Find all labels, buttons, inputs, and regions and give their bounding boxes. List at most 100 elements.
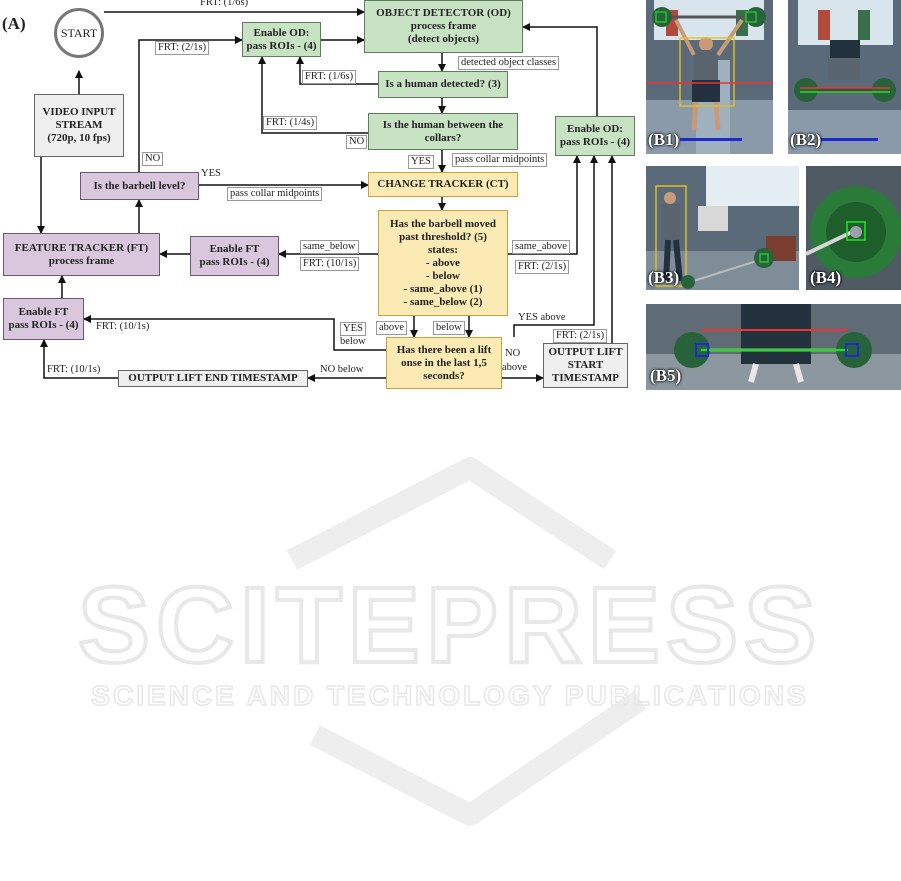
node-enable-od-left-line2: pass ROIs - (4) [246, 39, 317, 52]
photo-b5: (B5) [646, 304, 901, 390]
photo-b1: (B1) [646, 0, 773, 154]
node-lift-line2: onse in the last 1,5 [401, 356, 487, 369]
label-below-moved: below [433, 321, 465, 335]
label-no-lift: NO [505, 348, 521, 359]
node-enable-od-right: Enable OD: pass ROIs - (4) [555, 116, 635, 156]
node-feature-tracker: FEATURE TRACKER (FT) process frame [3, 233, 160, 276]
node-output-start-line3: TIMESTAMP [551, 372, 620, 384]
photo-b2: (B2) [788, 0, 901, 154]
node-output-lift-start: OUTPUT LIFT START TIMESTAMP [543, 343, 628, 388]
node-moved-line1: Has the barbell moved [389, 217, 497, 230]
edge-end-ts-enableft2 [40, 339, 118, 379]
node-enable-ft-left: Enable FT pass ROIs - (4) [3, 298, 84, 340]
label-frt-10-1s-end: FRT: (10/1s) [47, 364, 101, 375]
edge-moved-enableod2 [508, 155, 581, 255]
node-start: START [54, 8, 104, 58]
edge-lift-yesabove [513, 155, 598, 337]
node-human-collars: Is the human between the collars? [368, 113, 518, 150]
label-no-level: NO [142, 152, 164, 166]
node-collars-line1: Is the human between the [382, 118, 504, 131]
edge-collars-no [258, 56, 368, 134]
label-frt-10-1s-ftleft: FRT: (10/1s) [96, 321, 150, 332]
label-yes-above: YES above [518, 312, 566, 323]
node-video-line3: (720p, 10 fps) [47, 132, 111, 144]
label-pass-collar-midpoints-1: pass collar midpoints [452, 153, 548, 167]
label-frt-1-6s: FRT: (1/6s) [302, 70, 357, 84]
node-lift-line1: Has there been a lift [396, 343, 492, 356]
label-same-below: same_below [300, 240, 359, 254]
photo-b3-label: (B3) [648, 268, 680, 287]
photo-b2-art [788, 0, 901, 154]
node-output-end-text: OUTPUT LIFT END TIMESTAMP [128, 372, 298, 384]
label-yes-lift: YES [340, 322, 366, 336]
label-pass-collar-midpoints-2: pass collar midpoints [227, 187, 323, 201]
edge-level-no [138, 36, 243, 172]
node-moved-line5: - below [426, 269, 460, 282]
node-enable-od-right-line1: Enable OD: [567, 123, 623, 135]
node-moved-line6: - same_above (1) [403, 282, 483, 295]
photo-b4: (B4) [806, 166, 901, 290]
label-no-collars: NO [346, 135, 368, 149]
label-above-lift: above [502, 362, 528, 373]
node-enable-od-right-line2: pass ROIs - (4) [560, 136, 630, 148]
photo-b4-label: (B4) [810, 268, 842, 287]
photo-b2-label: (B2) [790, 130, 822, 149]
photo-b3-art [646, 166, 799, 290]
node-video-input: VIDEO INPUT STREAM (720p, 10 fps) [34, 94, 124, 157]
node-moved-line4: - above [426, 256, 460, 269]
node-moved-line3: states: [428, 243, 458, 256]
node-video-line1: VIDEO INPUT [42, 106, 116, 118]
node-barbell-moved: Has the barbell moved past threshold? (5… [378, 210, 508, 316]
label-below-lift: below [340, 336, 366, 347]
label-above-moved: above [376, 321, 408, 335]
label-frt-2-1s-right: FRT: (2/1s) [515, 260, 570, 274]
node-ft-line2: process frame [48, 254, 115, 267]
node-object-detector: OBJECT DETECTOR (OD) process frame (dete… [364, 0, 523, 53]
node-ft-line1: FEATURE TRACKER (FT) [14, 241, 149, 254]
photo-b3: (B3) [646, 166, 799, 290]
node-barbell-level-text: Is the barbell level? [93, 179, 186, 192]
node-human-detected-text: Is a human detected? (3) [385, 78, 501, 90]
node-output-start-line1: OUTPUT LIFT [548, 346, 623, 358]
edge-enableod2-od [522, 23, 598, 116]
node-enable-ft-left-line1: Enable FT [18, 306, 69, 318]
photo-b1-label: (B1) [648, 130, 680, 149]
node-enable-od-left: Enable OD: pass ROIs - (4) [242, 22, 321, 57]
node-video-line2: STREAM [55, 119, 103, 131]
label-frt-1-4s: FRT: (1/4s) [263, 116, 318, 130]
label-detected-classes: detected object classes [458, 56, 560, 70]
label-yes-level: YES [201, 168, 221, 179]
node-output-start-line2: START [567, 359, 604, 371]
node-ct-text: CHANGE TRACKER (CT) [377, 178, 509, 190]
svg-text:SCITEPRESS: SCITEPRESS [78, 564, 822, 685]
label-frt-10-1s-mid: FRT: (10/1s) [300, 257, 360, 271]
label-yes-collars: YES [408, 155, 434, 169]
node-enable-ft-mid-line1: Enable FT [209, 243, 260, 255]
edge-lift-yesbelow [83, 315, 386, 351]
node-change-tracker: CHANGE TRACKER (CT) [368, 172, 518, 197]
node-moved-line2: past threshold? (5) [399, 230, 487, 243]
label-frt-2-1s-left: FRT: (2/1s) [155, 41, 210, 55]
photo-b1-art [646, 0, 773, 154]
node-enable-ft-left-line2: pass ROIs - (4) [8, 319, 79, 331]
node-enable-ft-middle: Enable FT pass ROIs - (4) [190, 236, 279, 276]
photo-b5-art [646, 304, 901, 390]
svg-text:SCIENCE AND TECHNOLOGY PUBLICA: SCIENCE AND TECHNOLOGY PUBLICATIONS [91, 680, 808, 711]
node-od-line3: (detect objects) [407, 33, 480, 45]
node-barbell-level: Is the barbell level? [80, 172, 199, 200]
label-same-above: same_above [512, 240, 570, 254]
node-moved-line7: - same_below (2) [403, 295, 483, 308]
node-od-line2: process frame [410, 20, 477, 32]
label-frt-1-6s-top: FRT: (1/6s) [200, 0, 249, 8]
label-no-below: NO below [320, 364, 364, 375]
node-lift-line3: seconds? [423, 369, 465, 382]
node-human-detected: Is a human detected? (3) [378, 71, 508, 98]
node-od-line1: OBJECT DETECTOR (OD) [376, 7, 511, 19]
node-enable-od-left-line1: Enable OD: [253, 26, 310, 39]
photo-b4-art [806, 166, 901, 290]
panel-label-a: (A) [2, 14, 26, 33]
node-output-lift-end: OUTPUT LIFT END TIMESTAMP [118, 370, 308, 387]
